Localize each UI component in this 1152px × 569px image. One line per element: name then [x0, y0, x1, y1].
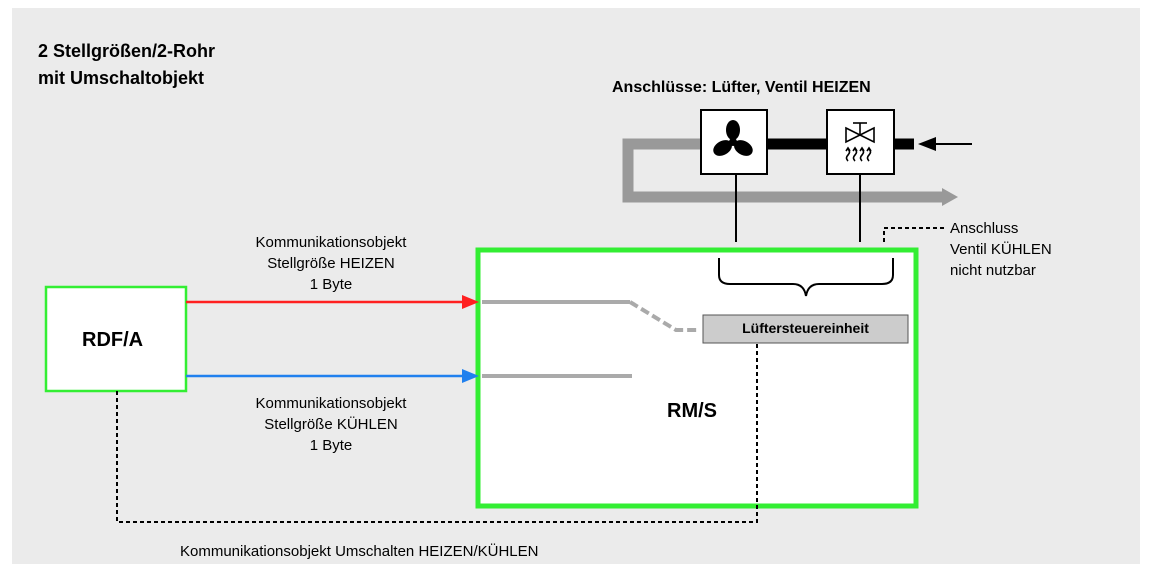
heat-object-label: Kommunikationsobjekt Stellgröße HEIZEN 1…	[231, 232, 431, 295]
diagram-title: 2 Stellgrößen/2-Rohr mit Umschaltobjekt	[38, 38, 215, 92]
cool-port-note-line-3: nicht nutzbar	[950, 262, 1036, 279]
cool-object-label: Kommunikationsobjekt Stellgröße KÜHLEN 1…	[231, 393, 431, 456]
rdf-device	[44, 285, 188, 393]
rdf-label: RDF/A	[82, 329, 144, 351]
inflow-arrow	[918, 137, 936, 151]
ports-title: Anschlüsse: Lüfter, Ventil HEIZEN	[612, 79, 871, 96]
unused-cool-port-wire	[883, 227, 945, 242]
fan-icon	[713, 120, 753, 156]
fan-control-unit-label: Lüftersteuereinheit	[742, 320, 869, 336]
cool-port-note: Anschluss Ventil KÜHLEN nicht nutzbar	[950, 218, 1052, 281]
cool-object-line-3: 1 Byte	[309, 437, 353, 454]
heat-object-line-2: Stellgröße HEIZEN	[267, 255, 395, 272]
title-line-2: mit Umschaltobjekt	[38, 68, 205, 88]
cool-object-line-1: Kommunikationsobjekt	[255, 395, 407, 412]
heat-object-line-1: Kommunikationsobjekt	[255, 234, 407, 251]
brace	[718, 258, 894, 297]
cool-object-line-2: Stellgröße KÜHLEN	[264, 416, 398, 433]
switch-object-label: Kommunikationsobjekt Umschalten HEIZEN/K…	[180, 543, 539, 560]
heating-valve-icon	[845, 122, 875, 162]
heat-signal-arrow	[462, 295, 479, 309]
return-pipe	[622, 138, 942, 203]
title-line-1: 2 Stellgrößen/2-Rohr	[38, 41, 216, 61]
cool-port-note-line-2: Ventil KÜHLEN	[950, 241, 1052, 258]
heat-object-line-3: 1 Byte	[309, 276, 353, 293]
valve-box	[826, 109, 895, 175]
switch-object-line	[116, 343, 758, 523]
switch-path	[628, 300, 700, 332]
cool-port-note-line-1: Anschluss	[950, 220, 1019, 237]
rms-label: RM/S	[667, 400, 717, 422]
fan-control-unit	[702, 314, 909, 344]
cool-signal-arrow	[462, 369, 479, 383]
outflow-arrow	[942, 188, 958, 206]
